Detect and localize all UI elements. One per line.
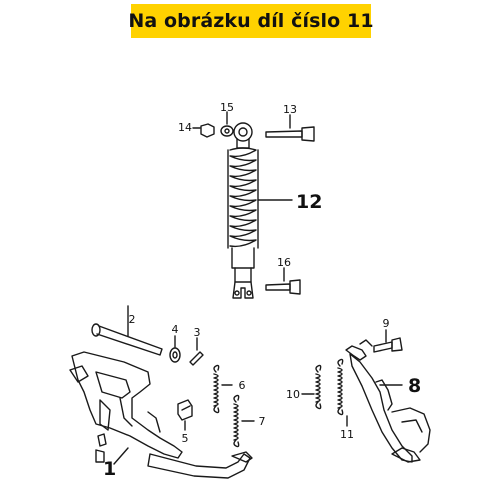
side-stand [345, 339, 431, 463]
banner-title: Na obrázku díl číslo 11 [128, 10, 374, 32]
part-label-1: 1 [103, 458, 116, 480]
part-label-8: 8 [408, 375, 421, 397]
bolt-9 [373, 329, 403, 353]
washer-15 [220, 111, 234, 137]
part-label-3: 3 [194, 326, 201, 339]
bolt-16 [265, 267, 301, 295]
part-label-6: 6 [239, 379, 246, 392]
spring-10 [301, 364, 322, 410]
spring-6 [213, 364, 233, 414]
nut-14 [192, 123, 215, 138]
part-label-15: 15 [220, 101, 234, 114]
part-label-7: 7 [259, 415, 266, 428]
part-label-13: 13 [283, 103, 297, 116]
center-stand [69, 351, 253, 479]
spring-7 [233, 394, 255, 448]
cotter-pin-3 [189, 337, 204, 366]
pivot-rod-2 [91, 305, 163, 356]
part-label-4: 4 [172, 323, 179, 336]
part-label-5: 5 [182, 432, 189, 445]
shock-absorber [227, 122, 259, 299]
washer-4 [169, 335, 181, 363]
part-label-16: 16 [277, 256, 291, 269]
part-label-14: 14 [178, 121, 192, 134]
part-label-10: 10 [286, 388, 300, 401]
part-label-11: 11 [340, 428, 354, 441]
title-banner: Na obrázku díl číslo 11 [128, 4, 374, 38]
part-label-12: 12 [296, 191, 322, 213]
part-label-2: 2 [129, 313, 136, 326]
bushing-5 [177, 399, 193, 431]
spring-11 [337, 358, 348, 427]
bolt-13 [265, 114, 315, 142]
part-label-9: 9 [383, 317, 390, 330]
